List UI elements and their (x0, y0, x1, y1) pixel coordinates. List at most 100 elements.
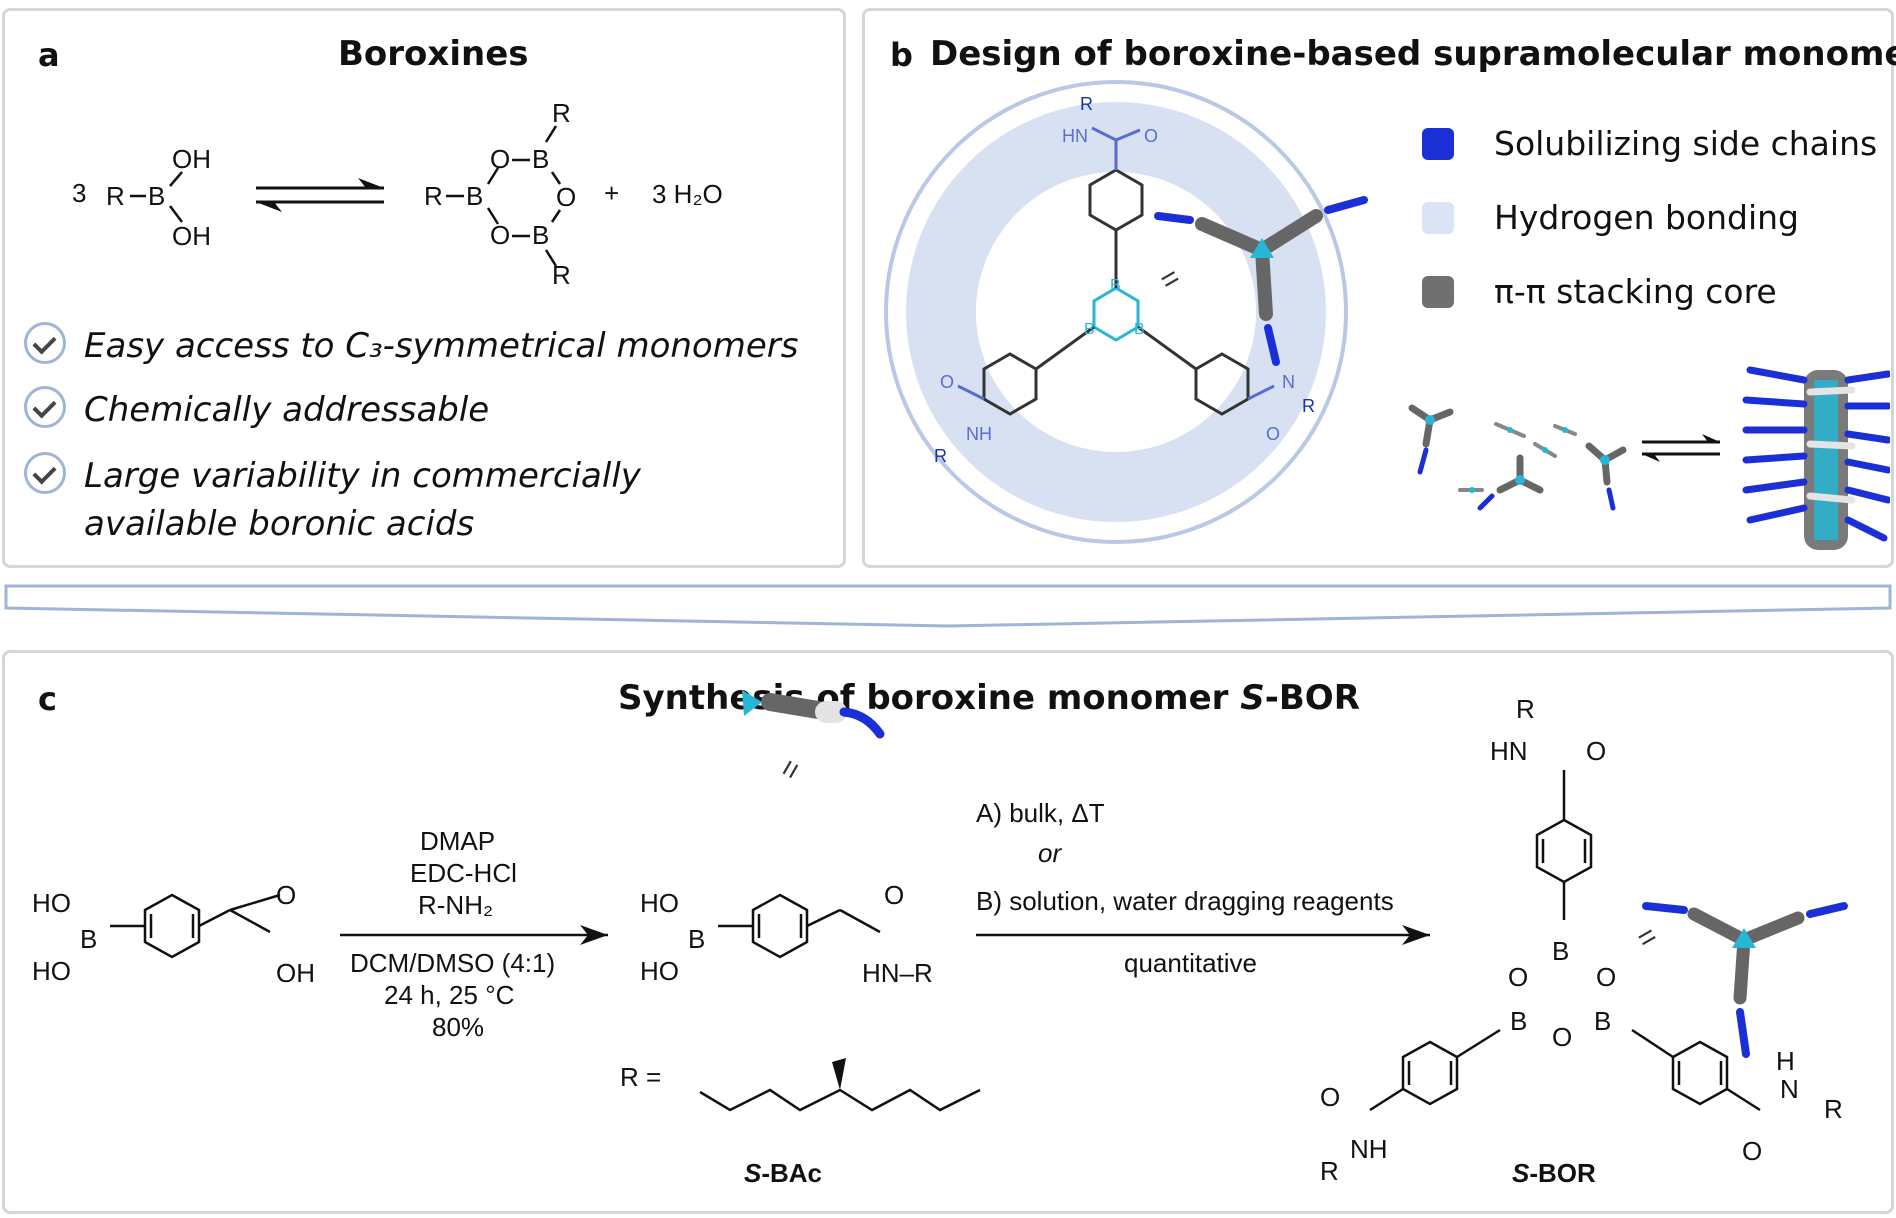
bullet-text: Large variability in commercially availa… (84, 456, 641, 544)
step2-or: or (1038, 838, 1062, 868)
side-r-top: R (1080, 94, 1093, 114)
title-italic: S (1240, 678, 1265, 718)
bullet-easy-access: Easy access to C₃-symmetrical monomers (24, 322, 798, 370)
condition-reagent-2: EDC-HCl (410, 858, 517, 888)
p2-o-bottom: O (1552, 1022, 1572, 1052)
core-b-left: B (1084, 321, 1095, 338)
side-r-right: R (1302, 396, 1315, 416)
p2-o-right: O (1596, 962, 1616, 992)
legend-swatch (1422, 127, 1454, 160)
legend-hydrogen-bonding: Hydrogen bonding (1422, 198, 1799, 237)
p2-n-right: N (1780, 1074, 1799, 1104)
p2-r-right: R (1824, 1094, 1843, 1124)
bullet-text: Easy access to C₃-symmetrical monomers (84, 326, 799, 366)
p2-b-right: B (1594, 1006, 1611, 1036)
sbac-equals: = (772, 754, 809, 786)
ring-r-top: R (552, 98, 571, 128)
core-b-top: B (1110, 277, 1121, 294)
p2-r-top: R (1516, 694, 1535, 724)
condition-solvent: DCM/DMSO (4:1) (350, 948, 556, 978)
p1-ho-top: HO (640, 888, 679, 918)
legend-swatch (1422, 201, 1454, 234)
plus-sign: + (604, 178, 619, 208)
amide-nh-left: NH (966, 424, 992, 444)
sbac-rest: -BAc (761, 1158, 822, 1188)
p2-o-left: O (1508, 962, 1528, 992)
ring-r-bottom: R (552, 260, 571, 290)
coefficient-3: 3 (72, 178, 86, 208)
panel-a (2, 8, 846, 568)
amide-o-right: O (1266, 424, 1280, 444)
atom-oh-bottom: OH (172, 221, 211, 251)
legend-text: π-π stacking core (1494, 272, 1777, 311)
ring-r-left: R (424, 181, 443, 211)
ring-b-bottom: B (532, 220, 549, 250)
compound-sbor-label: S-BOR (1512, 1158, 1596, 1188)
amide-n-right: N (1282, 372, 1295, 392)
monomer-cartoon (1154, 196, 1368, 366)
p1-o: O (884, 880, 904, 910)
panel-a-label: a (38, 36, 60, 74)
amide-hn-top: HN (1062, 126, 1088, 146)
legend-text: Solubilizing side chains (1494, 124, 1878, 163)
ring-o-topleft: O (490, 144, 510, 174)
p2-nh-left: NH (1350, 1134, 1388, 1164)
legend-swatch (1422, 275, 1454, 308)
condition-reagent-1: DMAP (420, 826, 496, 856)
legend-stacking-core: π-π stacking core (1422, 272, 1777, 311)
synthesis-scheme: HO HO B O OH HO HO B O HN–R R = R HN O B… (32, 690, 1848, 1188)
sm-ho-top: HO (32, 888, 71, 918)
ring-o-right: O (556, 182, 576, 212)
amide-o-top: O (1144, 126, 1158, 146)
ring-b-top: B (532, 144, 549, 174)
title-prefix: Synthesis of boroxine monomer (618, 678, 1241, 718)
p2-o-top: O (1586, 736, 1606, 766)
p2-h-right: H (1776, 1046, 1795, 1076)
sm-o: O (276, 880, 296, 910)
boroxine-equilibrium-scheme: 3 R B OH OH R B O O B B R R O + 3 H₂O (72, 98, 723, 290)
supramolecular-stack (1742, 366, 1890, 550)
check-icon (24, 452, 66, 494)
legend-side-chains: Solubilizing side chains (1422, 124, 1877, 163)
step2-option-b: B) solution, water dragging reagents (976, 886, 1394, 916)
atom-r: R (106, 181, 125, 211)
ring-o-botleft: O (490, 220, 510, 250)
monomer-design-graphic: HN O O NH N O R R R B B B = (884, 80, 1368, 544)
bullet-chemically-addressable: Chemically addressable (24, 386, 489, 434)
p1-b: B (688, 924, 705, 954)
panel-a-title: Boroxines (338, 34, 529, 74)
panel-c-title: Synthesis of boroxine monomer S-BOR (618, 678, 1360, 718)
ring-b-left: B (466, 181, 483, 211)
sm-oh: OH (276, 958, 315, 988)
p1-ho-bottom: HO (640, 956, 679, 986)
p2-o-amide-right: O (1742, 1136, 1762, 1166)
check-icon (24, 386, 66, 428)
core-b-right: B (1134, 321, 1145, 338)
title-suffix: -BOR (1264, 678, 1360, 718)
sbac-cartoon (742, 690, 885, 739)
legend-text: Hydrogen bonding (1494, 198, 1800, 237)
p2-b-left: B (1510, 1006, 1527, 1036)
r-definition: R = (620, 1062, 661, 1092)
sbor-equals: = (1631, 919, 1663, 956)
p1-hn-r: HN–R (862, 958, 933, 988)
atom-oh-top: OH (172, 144, 211, 174)
amide-o-left: O (940, 372, 954, 392)
water: 3 H₂O (652, 179, 723, 209)
bullet-large-variability: Large variability in commercially availa… (24, 452, 804, 548)
p2-r-left: R (1320, 1156, 1339, 1186)
condition-time: 24 h, 25 °C (384, 980, 515, 1010)
side-r-left: R (934, 446, 947, 466)
panel-connector (4, 584, 1892, 628)
assembly-graphic (1408, 366, 1890, 550)
step2-option-a: A) bulk, ΔT (976, 798, 1105, 828)
sm-ho-bottom: HO (32, 956, 71, 986)
p2-o-amide-left: O (1320, 1082, 1340, 1112)
check-icon (24, 322, 66, 364)
panel-c (2, 650, 1894, 1214)
atom-b: B (148, 181, 165, 211)
sbor-cartoon (1642, 902, 1848, 1058)
bullet-text: Chemically addressable (84, 390, 490, 430)
p2-b-top: B (1552, 936, 1569, 966)
sbor-italic: S (1512, 1158, 1530, 1188)
